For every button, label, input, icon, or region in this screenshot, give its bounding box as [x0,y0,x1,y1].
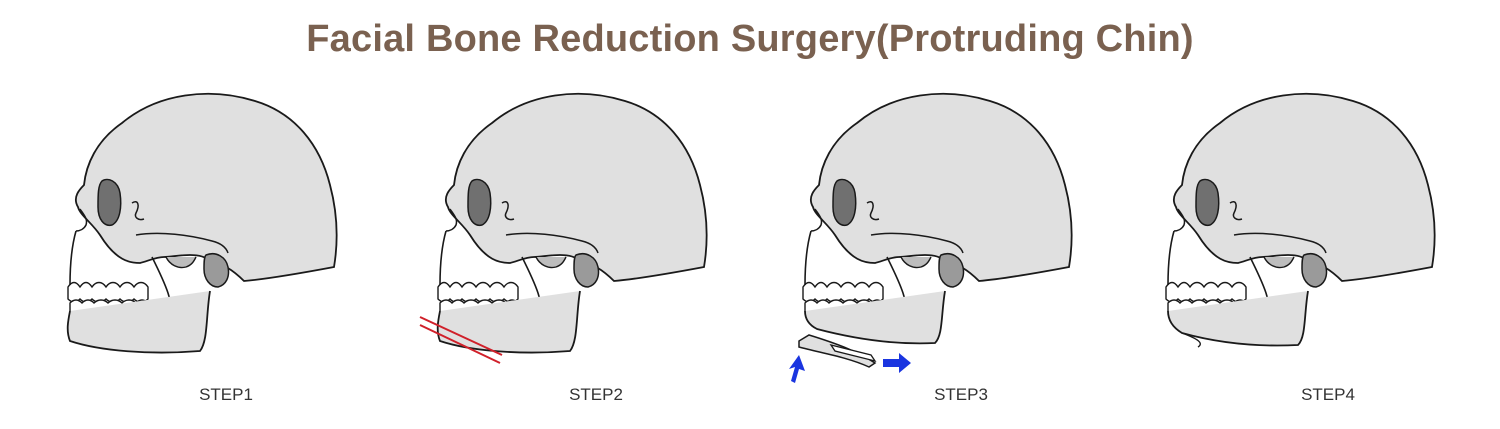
step-label: STEP3 [934,385,988,404]
protruding-chin-icon [436,290,581,354]
reshaped-chin-icon [1167,290,1309,347]
step-3-panel: STEP3 [775,85,1135,425]
cut-line-icon [419,324,501,364]
arrow-up-icon [789,355,805,383]
step-4-panel: STEP4 [1138,85,1498,425]
skull-step-4 [1165,92,1436,348]
bone-fragment-icon [829,343,877,363]
diagram-title: Facial Bone Reduction Surgery(Protruding… [306,18,1194,60]
cut-line-icon [419,316,503,356]
step-label: STEP2 [569,385,623,404]
step-label: STEP4 [1301,385,1355,404]
arrow-right-icon [883,353,911,373]
skull-step-2 [419,92,708,364]
step-1-panel: STEP1 [40,85,400,425]
protruding-chin-icon [66,290,211,354]
skull-step-1 [66,92,338,354]
skull-step-3 [789,92,1073,383]
step-label: STEP1 [199,385,253,404]
reduced-chin-icon [804,290,946,345]
step-2-panel: STEP2 [410,85,770,425]
